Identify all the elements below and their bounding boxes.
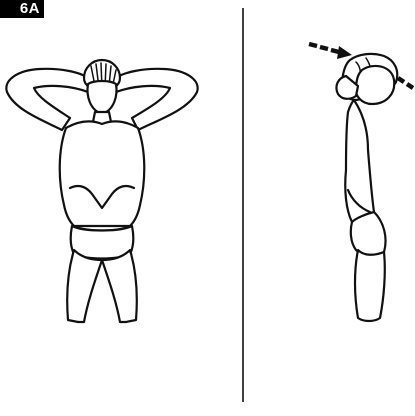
front-head bbox=[88, 81, 117, 114]
front-torso bbox=[60, 121, 145, 226]
front-view-figure bbox=[6, 60, 197, 322]
side-torso bbox=[345, 100, 374, 222]
front-right-leg bbox=[102, 250, 137, 322]
step-label-badge: 6A bbox=[0, 0, 44, 18]
front-left-leg bbox=[67, 250, 102, 322]
side-leg bbox=[355, 250, 385, 321]
side-view-figure bbox=[309, 44, 413, 321]
arrow-left bbox=[309, 44, 352, 59]
side-head bbox=[356, 66, 395, 104]
front-left-arm bbox=[6, 69, 88, 130]
front-right-arm bbox=[116, 69, 198, 130]
side-hip bbox=[351, 212, 386, 255]
